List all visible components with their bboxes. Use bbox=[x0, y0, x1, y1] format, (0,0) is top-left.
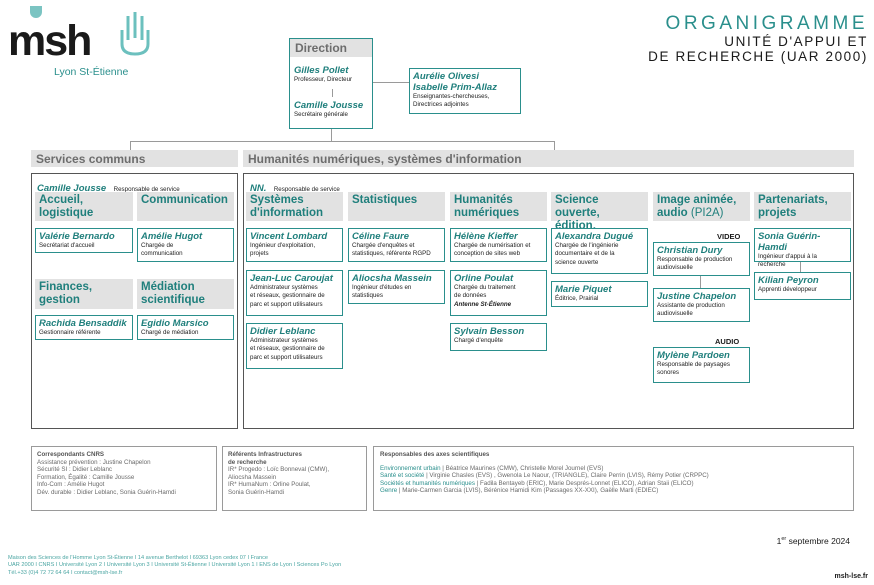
person-helene-kieffer: Hélène Kieffer Chargée de numérisation e… bbox=[450, 228, 547, 262]
person-amelie-hugot: Amélie Hugot Chargée de communication bbox=[137, 228, 234, 262]
huma-frame bbox=[243, 173, 854, 429]
huma-head: NN. Responsable de service bbox=[250, 183, 340, 194]
person-alexandra-dugue: Alexandra Dugué Chargée de l'ingénierie … bbox=[551, 228, 648, 274]
team-finances-header: Finances, gestion bbox=[35, 279, 133, 309]
cnrs-box: Correspondants CNRS Assistance préventio… bbox=[31, 446, 217, 511]
direction-person-1: Gilles Pollet Professeur, Directeur bbox=[294, 65, 353, 83]
logo: msh Lyon St-Étienne bbox=[8, 6, 158, 81]
person-jean-luc-caroujat: Jean-Luc Caroujat Administrateur système… bbox=[246, 270, 343, 316]
title-line3: DE RECHERCHE (UAR 2000) bbox=[648, 49, 868, 64]
footer-website-link[interactable]: msh-lse.fr bbox=[834, 573, 868, 580]
person-kilian-peyron: Kilian Peyron Apprenti développeur bbox=[754, 272, 851, 300]
services-header: Services communs bbox=[31, 150, 238, 167]
person-christian-dury: Christian Dury Responsable de production… bbox=[653, 242, 750, 276]
axe-3: Sociétés et humanités numériques | Fadil… bbox=[380, 479, 694, 487]
title-main: ORGANIGRAMME bbox=[665, 13, 868, 34]
connector-part bbox=[800, 262, 801, 272]
connector-huma bbox=[554, 141, 555, 150]
label-audio: AUDIO bbox=[715, 337, 740, 346]
person-vincent-lombard: Vincent Lombard Ingénieur d'exploitation… bbox=[246, 228, 343, 262]
team-accueil-header: Accueil, logistique bbox=[35, 192, 133, 221]
label-video: VIDEO bbox=[717, 232, 741, 241]
team-si-header: Systèmes d'information bbox=[246, 192, 343, 221]
axe-1: Environnement urbain | Béatrice Maurines… bbox=[380, 464, 604, 472]
connector-direction-side bbox=[373, 82, 409, 83]
direction-person-2: Camille Jousse Secrétaire générale bbox=[294, 100, 364, 118]
axe-2: Santé et société | Virginie Chasles (EVS… bbox=[380, 472, 709, 480]
team-stat-header: Statistiques bbox=[348, 192, 445, 221]
person-sylvain-besson: Sylvain Besson Chargé d'enquête bbox=[450, 323, 547, 351]
person-sonia-guerin-hamdi: Sonia Guérin-Hamdi Ingénieur d'appui à l… bbox=[754, 228, 851, 268]
logo-subtitle: Lyon St-Étienne bbox=[54, 66, 129, 78]
person-valerie-bernardo: Valérie Bernardo Secrétariat d'accueil bbox=[35, 228, 133, 253]
person-justine-chapelon: Justine Chapelon Assistante de productio… bbox=[653, 288, 750, 322]
footer: Maison des Sciences de l'Homme Lyon St-É… bbox=[8, 555, 342, 576]
team-mediation-header: Médiation scientifique bbox=[137, 279, 234, 309]
page-title: ORGANIGRAMME UNITÉ D'APPUI ET DE RECHERC… bbox=[648, 13, 868, 65]
logo-text: msh bbox=[8, 17, 92, 65]
team-part-header: Partenariats, projets bbox=[754, 192, 851, 221]
person-didier-leblanc: Didier Leblanc Administrateur systèmes e… bbox=[246, 323, 343, 369]
direction-group: Direction Gilles Pollet Professeur, Dire… bbox=[289, 38, 373, 129]
document-date: 1er septembre 2024 bbox=[776, 536, 850, 546]
title-line2: UNITÉ D'APPUI ET bbox=[724, 34, 868, 49]
team-communication-header: Communication bbox=[137, 192, 234, 221]
person-rachida-bensaddik: Rachida Bensaddik Gestionnaire référente bbox=[35, 315, 133, 340]
person-mylene-pardoen: Mylène Pardoen Responsable de paysages s… bbox=[653, 347, 750, 383]
direction-divider bbox=[332, 89, 333, 97]
direction-deputies: Aurélie Olivesi Isabelle Prim-Allaz Ense… bbox=[409, 68, 521, 114]
person-celine-faure: Céline Faure Chargée d'enquêtes et stati… bbox=[348, 228, 445, 262]
team-so-header: Science ouverte, édition, données bbox=[551, 192, 648, 245]
huma-header: Humanités numériques, systèmes d'informa… bbox=[243, 150, 854, 167]
connector-horizontal bbox=[130, 141, 555, 142]
team-hn-header: Humanités numériques bbox=[450, 192, 547, 221]
axe-4: Genre | Marie-Carmen Garcia (LVIS), Béré… bbox=[380, 487, 659, 495]
axes-box: Responsables des axes scientifiques Envi… bbox=[373, 446, 854, 511]
person-orline-poulat: Orline Poulat Chargée du traitement de d… bbox=[450, 270, 547, 316]
logo-drop bbox=[30, 6, 42, 18]
services-head: Camille Jousse Responsable de service bbox=[37, 183, 180, 194]
services-frame bbox=[31, 173, 238, 429]
connector-video bbox=[700, 276, 701, 288]
connector-direction-down bbox=[331, 129, 332, 141]
direction-header: Direction bbox=[290, 39, 372, 57]
hand-icon bbox=[120, 12, 150, 56]
person-egidio-marsico: Egidio Marsico Chargé de médiation bbox=[137, 315, 234, 340]
person-marie-piquet: Marie Piquet Éditrice, Prairial bbox=[551, 281, 648, 307]
connector-services bbox=[130, 141, 131, 150]
team-img-header: Image animée, audio (PI2A) bbox=[653, 192, 750, 221]
person-aliocsha-massein: Aliocsha Massein Ingénieur d'études en s… bbox=[348, 270, 445, 304]
infra-box: Référents Infrastructures de recherche I… bbox=[222, 446, 367, 511]
